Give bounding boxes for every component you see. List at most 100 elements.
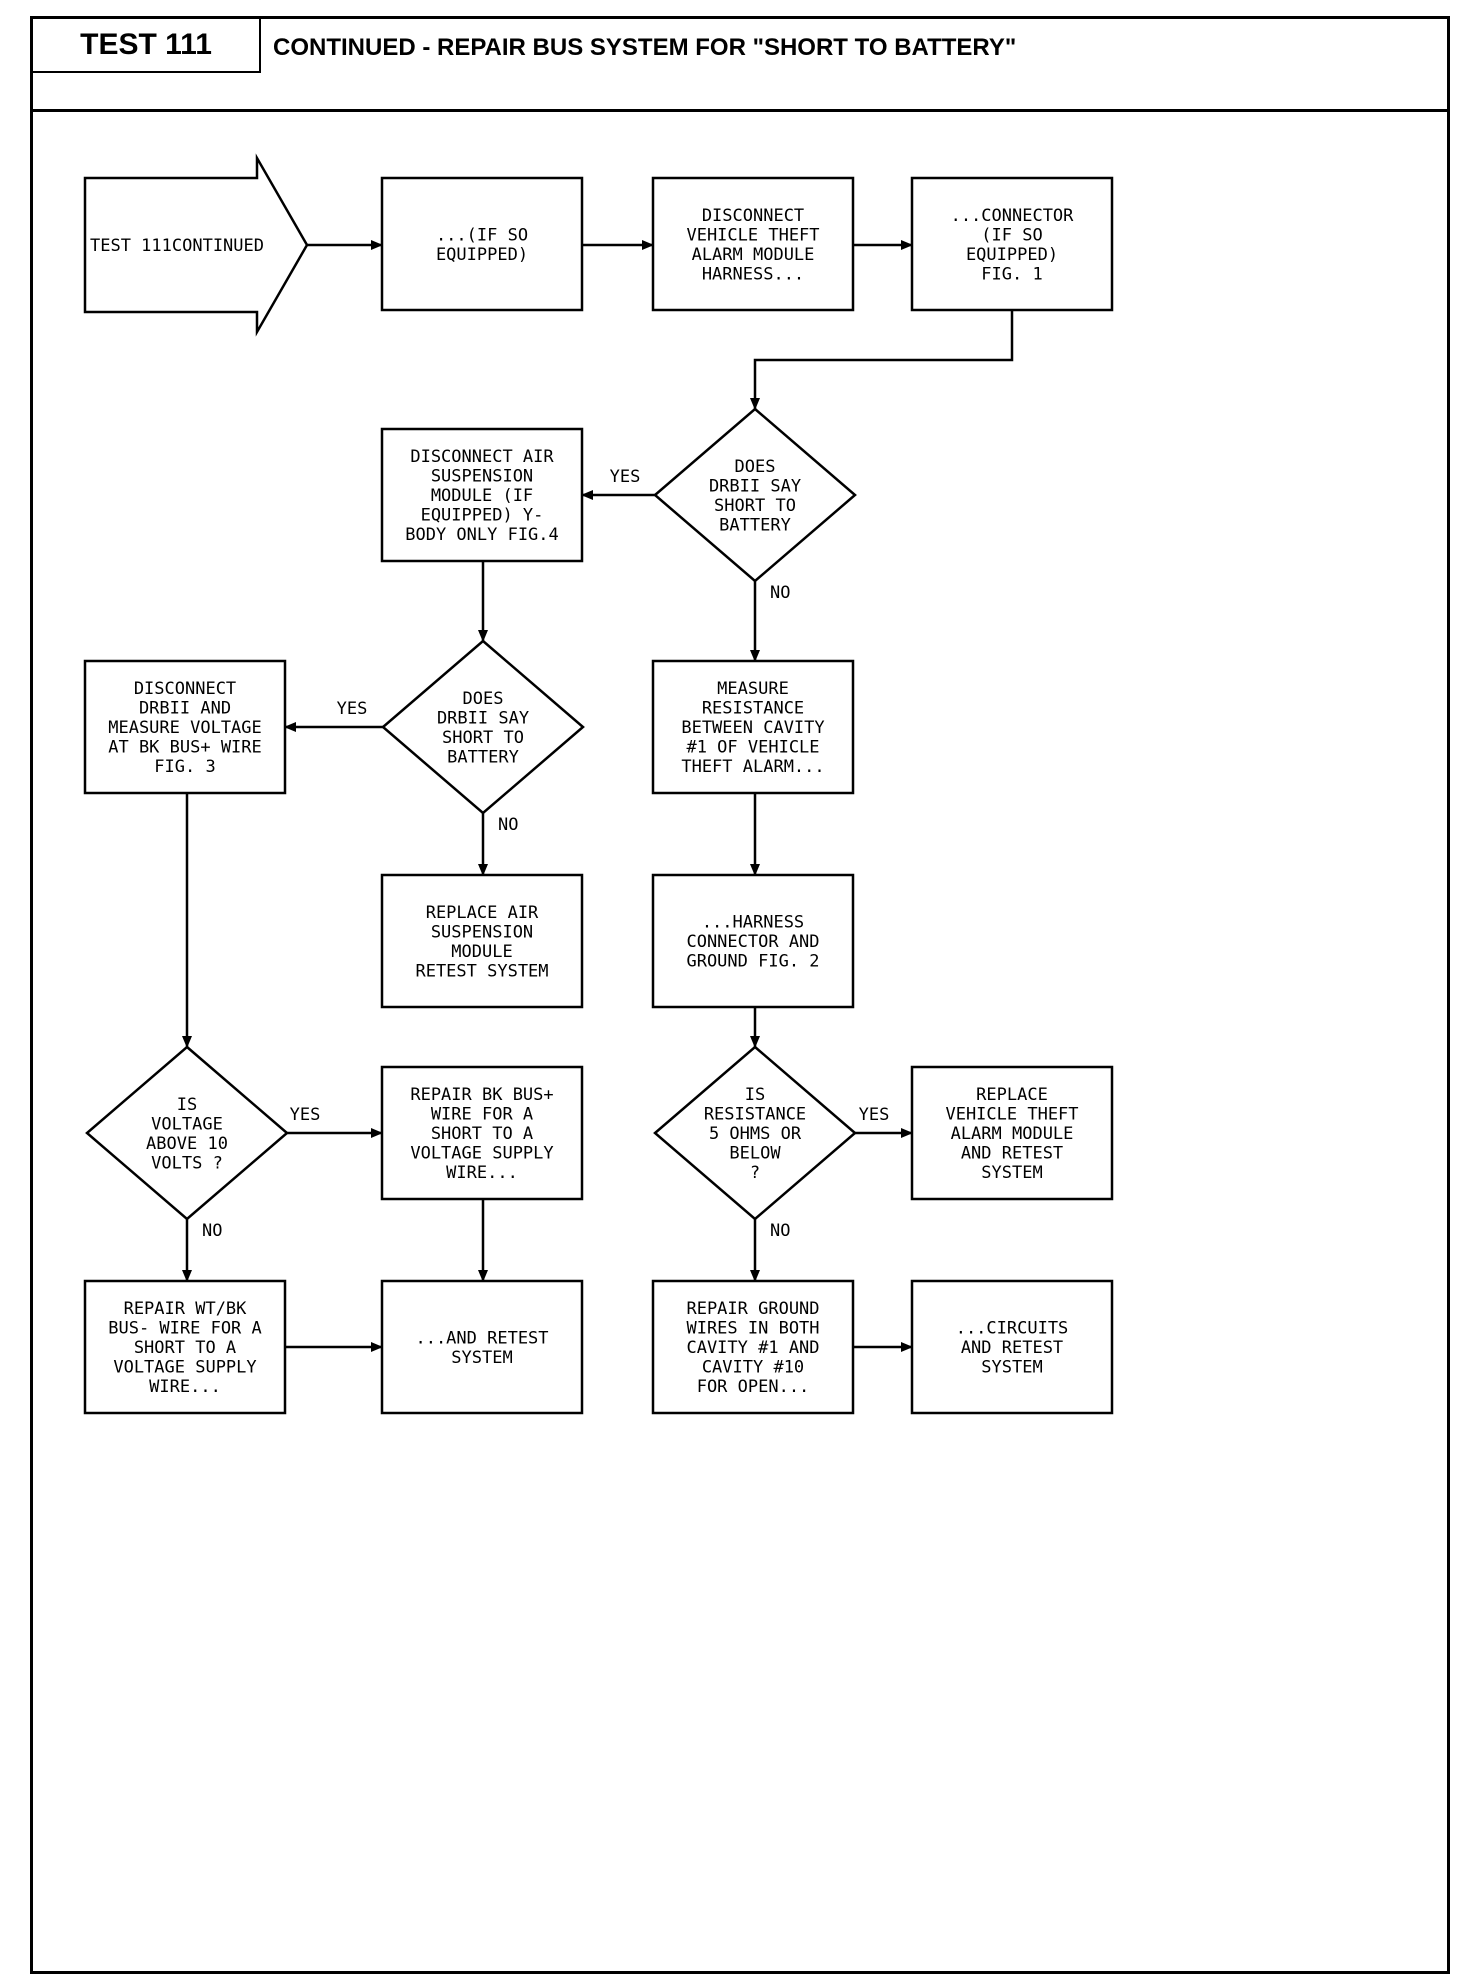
edge-d3-to-n11: NO: [182, 1219, 222, 1282]
node-text-line: VEHICLE THEFT: [945, 1105, 1078, 1125]
node-text-line: WIRE FOR A: [431, 1105, 533, 1125]
connector-arrow: [750, 310, 1014, 410]
node-text-line: IS: [745, 1085, 765, 1105]
edge-label-no: NO: [498, 815, 518, 835]
node-text-line: REPAIR WT/BK: [124, 1299, 248, 1319]
test-id: TEST 111: [33, 19, 261, 73]
node-text-line: VEHICLE THEFT: [686, 225, 819, 245]
node-text-line: SYSTEM: [981, 1358, 1042, 1378]
edge-label-yes: YES: [290, 1105, 321, 1125]
node-text-line: REPLACE: [976, 1085, 1048, 1105]
node-text-line: EQUIPPED): [436, 245, 528, 265]
node-text-line: BETWEEN CAVITY: [681, 718, 824, 738]
node-text-line: GROUND FIG. 2: [686, 952, 819, 972]
node-start: TEST 111CONTINUED: [83, 153, 309, 337]
node-text-line: DISCONNECT: [702, 206, 804, 226]
edge-label-yes: YES: [610, 467, 641, 487]
decision-diamond: [381, 639, 585, 815]
process-box: [910, 1065, 1114, 1201]
node-text-line: EQUIPPED): [966, 245, 1058, 265]
edge-label-no: NO: [770, 583, 790, 603]
decision-diamond: [653, 407, 857, 583]
node-text-line: SHORT TO: [714, 496, 796, 516]
process-box: [910, 1279, 1114, 1415]
process-box: [651, 1279, 855, 1415]
node-text-line: (IF SO: [981, 225, 1042, 245]
node-text-line: RESISTANCE: [704, 1105, 806, 1125]
node-text-line: SYSTEM: [981, 1163, 1042, 1183]
page-title: CONTINUED - REPAIR BUS SYSTEM FOR "SHORT…: [273, 34, 1017, 61]
decision-diamond: [85, 1045, 289, 1221]
node-text-line: WIRE...: [149, 1377, 221, 1397]
node-text-line: DOES: [463, 689, 504, 709]
node-text-line: BATTERY: [447, 747, 519, 767]
node-text-line: SHORT TO: [442, 728, 524, 748]
nodes: TEST 111CONTINUED...(IF SOEQUIPPED)DISCO…: [83, 153, 1114, 1415]
node-text-line: DRBII AND: [139, 699, 231, 719]
node-text-line: BODY ONLY FIG.4: [405, 525, 559, 545]
node-text-line: DISCONNECT: [134, 679, 236, 699]
process-box: [380, 1065, 584, 1201]
node-text-line: CONNECTOR AND: [686, 932, 819, 952]
node-text-line: CAVITY #1 AND: [686, 1338, 819, 1358]
node-text-line: CAVITY #10: [702, 1358, 804, 1378]
edge-label-no: NO: [770, 1221, 790, 1241]
edge-d1-to-n7: NO: [750, 581, 790, 662]
node-text-line: ...(IF SO: [436, 225, 528, 245]
node-text-line: DISCONNECT AIR: [410, 447, 554, 467]
node-text-line: AND RETEST: [961, 1144, 1063, 1164]
process-box: [910, 176, 1114, 312]
process-box: [380, 427, 584, 563]
node-text-line: VOLTAGE SUPPLY: [113, 1358, 256, 1378]
node-text-line: THEFT ALARM...: [681, 757, 824, 777]
node-text-line: VOLTS ?: [151, 1153, 223, 1173]
edge-label-no: NO: [202, 1221, 222, 1241]
node-text-line: WIRES IN BOTH: [686, 1319, 819, 1339]
node-text-line: ...CIRCUITS: [956, 1319, 1069, 1339]
node-text-line: RESISTANCE: [702, 699, 804, 719]
node-text-line: VOLTAGE: [151, 1114, 223, 1134]
node-text-line: ALARM MODULE: [692, 245, 815, 265]
node-text-line: DRBII SAY: [709, 476, 801, 496]
node-text-line: SUSPENSION: [431, 922, 533, 942]
node-text-line: REPAIR GROUND: [686, 1299, 819, 1319]
process-box: [651, 873, 855, 1009]
node-text-line: SHORT TO A: [431, 1124, 533, 1144]
node-text-line: TEST 111CONTINUED: [90, 236, 264, 256]
decision-diamond: [653, 1045, 857, 1221]
process-box: [83, 659, 287, 795]
page-frame: TEST 111 CONTINUED - REPAIR BUS SYSTEM F…: [30, 16, 1450, 1974]
node-text-line: 5 OHMS OR: [709, 1124, 802, 1144]
node-text-line: ?: [750, 1163, 760, 1183]
edge-d4-to-n10: YES: [855, 1105, 913, 1138]
node-text-line: MODULE: [451, 942, 512, 962]
node-text-line: ...AND RETEST: [415, 1328, 548, 1348]
node-text-line: AND RETEST: [961, 1338, 1063, 1358]
edge-label-yes: YES: [859, 1105, 890, 1125]
node-text-line: #1 OF VEHICLE: [686, 738, 819, 758]
node-text-line: BELOW: [729, 1144, 781, 1164]
node-text-line: FIG. 1: [981, 264, 1042, 284]
node-text-line: ...CONNECTOR: [951, 206, 1075, 226]
node-text-line: IS: [177, 1095, 197, 1115]
node-text-line: REPAIR BK BUS+: [410, 1085, 553, 1105]
node-text-line: WIRE...: [446, 1163, 518, 1183]
node-text-line: RETEST SYSTEM: [415, 961, 548, 981]
node-text-line: ...HARNESS: [702, 913, 804, 933]
edge-d4-to-n13: NO: [750, 1219, 790, 1282]
start-arrow: [83, 153, 309, 337]
process-box: [380, 873, 584, 1009]
